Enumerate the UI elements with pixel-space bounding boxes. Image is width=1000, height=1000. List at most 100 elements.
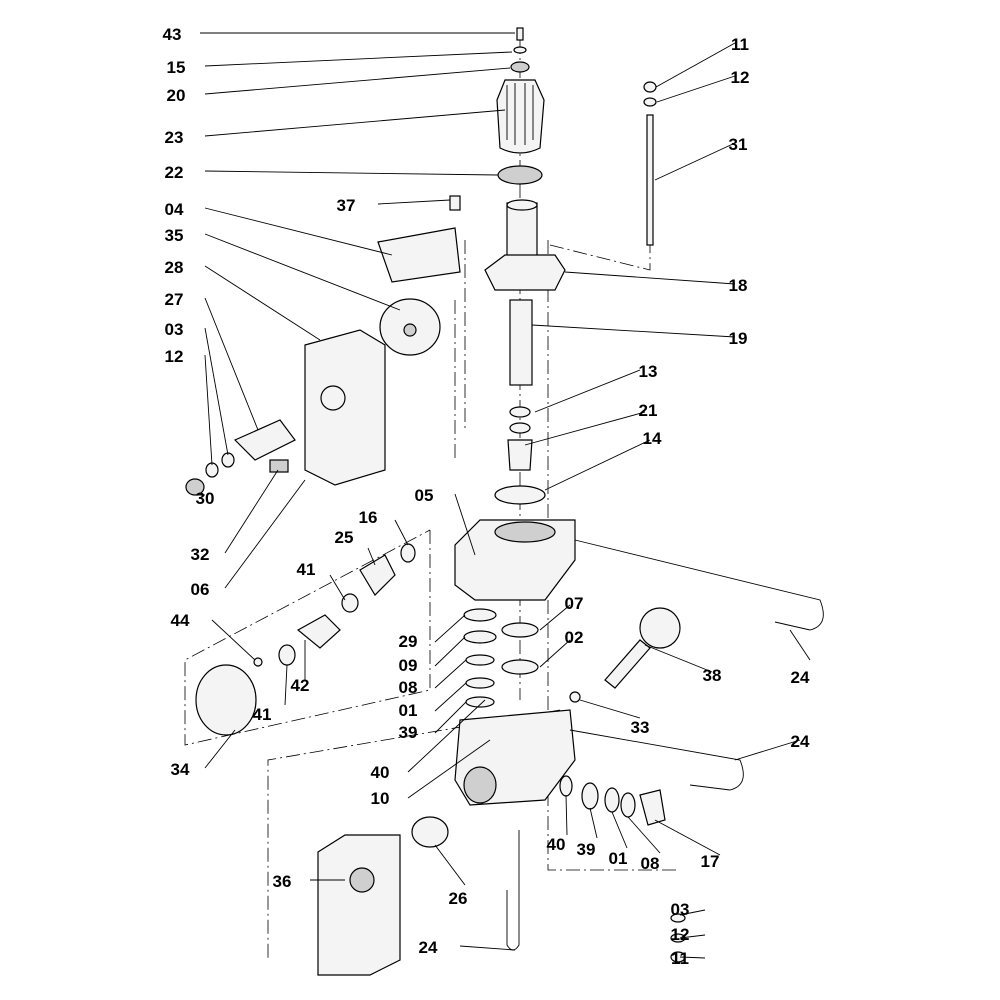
callout-label-02: 02 (565, 628, 584, 647)
callout-label-03: 03 (165, 320, 184, 339)
leader-line-40 (565, 794, 568, 836)
flange-18 (484, 254, 566, 291)
callout-label-24: 24 (419, 938, 438, 957)
leader-line-25 (367, 547, 376, 566)
callout-label-29: 29 (399, 632, 418, 651)
oring-33 (569, 691, 581, 703)
leader-line-08 (627, 816, 661, 854)
leader-line-14 (544, 439, 651, 491)
leader-line-24 (734, 739, 801, 761)
leader-line-09 (434, 636, 466, 667)
callout-label-40: 40 (371, 763, 390, 782)
callout-label-07: 07 (565, 594, 584, 613)
washer-41b (278, 644, 296, 666)
oring-13b (509, 422, 531, 434)
leader-lines (197, 32, 811, 959)
rod-24b (569, 729, 744, 791)
leader-line-18 (564, 271, 736, 285)
callout-label-23: 23 (165, 128, 184, 147)
callout-labels: 4315202322043528270312303206162541444241… (163, 25, 810, 968)
handle-axis (184, 529, 431, 746)
leader-line-01 (434, 682, 467, 712)
rod-31 (646, 114, 654, 246)
leader-line-17 (654, 819, 721, 856)
leader-line-12 (679, 934, 706, 939)
callout-label-44: 44 (171, 611, 190, 630)
leader-line-41 (284, 664, 288, 706)
callout-label-41: 41 (297, 560, 316, 579)
ring-20 (510, 61, 530, 73)
leader-line-38 (644, 644, 713, 673)
washer-15 (513, 46, 527, 54)
callout-label-43: 43 (163, 25, 182, 44)
callout-label-32: 32 (191, 545, 210, 564)
leader-line-05 (454, 493, 476, 556)
callout-label-08: 08 (399, 678, 418, 697)
callout-label-18: 18 (729, 276, 748, 295)
callout-label-28: 28 (165, 258, 184, 277)
callout-label-08: 08 (641, 854, 660, 873)
leader-line-26 (434, 844, 466, 886)
leader-line-40 (407, 699, 486, 773)
lever-ball (639, 607, 681, 649)
callout-label-17: 17 (701, 852, 720, 871)
lever-rod-38 (604, 639, 651, 689)
leader-line-19 (531, 324, 736, 338)
leader-line-35 (204, 233, 401, 311)
nut-17 (639, 789, 666, 826)
callout-label-19: 19 (729, 329, 748, 348)
insert-21 (507, 439, 533, 471)
callout-label-04: 04 (165, 200, 184, 219)
ring-08b (620, 792, 636, 818)
callout-label-30: 30 (196, 489, 215, 508)
oring-02 (501, 659, 539, 675)
body-port (463, 766, 497, 804)
callout-label-15: 15 (167, 58, 186, 77)
callout-label-09: 09 (399, 656, 418, 675)
leader-line-01 (611, 811, 628, 849)
callout-label-13: 13 (639, 362, 658, 381)
callout-label-22: 22 (165, 163, 184, 182)
leader-line-29 (434, 614, 466, 643)
callout-label-12: 12 (731, 68, 750, 87)
leader-line-27 (204, 297, 259, 431)
leader-line-28 (204, 265, 321, 341)
screw-43 (516, 27, 524, 41)
ring-01 (465, 677, 495, 689)
fitting-25 (359, 554, 396, 596)
leader-line-15 (204, 51, 513, 67)
leader-line-22 (204, 170, 499, 176)
leader-line-33 (579, 699, 641, 719)
callout-label-05: 05 (415, 486, 434, 505)
ring-40 (559, 775, 573, 797)
ring-22 (497, 165, 543, 185)
ring-29 (463, 608, 497, 622)
callout-label-01: 01 (399, 701, 418, 720)
leader-line-39 (589, 807, 598, 839)
leader-line-16 (394, 519, 409, 546)
body-bore (494, 521, 556, 543)
callout-label-27: 27 (165, 290, 184, 309)
callout-label-25: 25 (335, 528, 354, 547)
callout-label-12: 12 (165, 347, 184, 366)
callout-label-36: 36 (273, 872, 292, 891)
leader-line-24 (459, 945, 516, 951)
leader-line-12 (204, 354, 213, 466)
leader-line-23 (204, 109, 506, 137)
bracket-36 (317, 834, 401, 976)
callout-label-16: 16 (359, 508, 378, 527)
leader-line-07 (539, 604, 571, 631)
leader-line-41 (329, 574, 346, 601)
leader-line-39 (434, 701, 467, 734)
leader-line-34 (204, 729, 236, 769)
callout-label-01: 01 (609, 849, 628, 868)
oring-16 (400, 543, 416, 563)
leader-line-21 (524, 411, 646, 446)
assembly-axis (547, 240, 680, 871)
leader-line-06 (224, 479, 306, 589)
leader-line-08 (434, 659, 467, 689)
cover-axis (454, 240, 466, 460)
leader-line-32 (224, 469, 279, 554)
leader-line-44 (211, 619, 256, 661)
